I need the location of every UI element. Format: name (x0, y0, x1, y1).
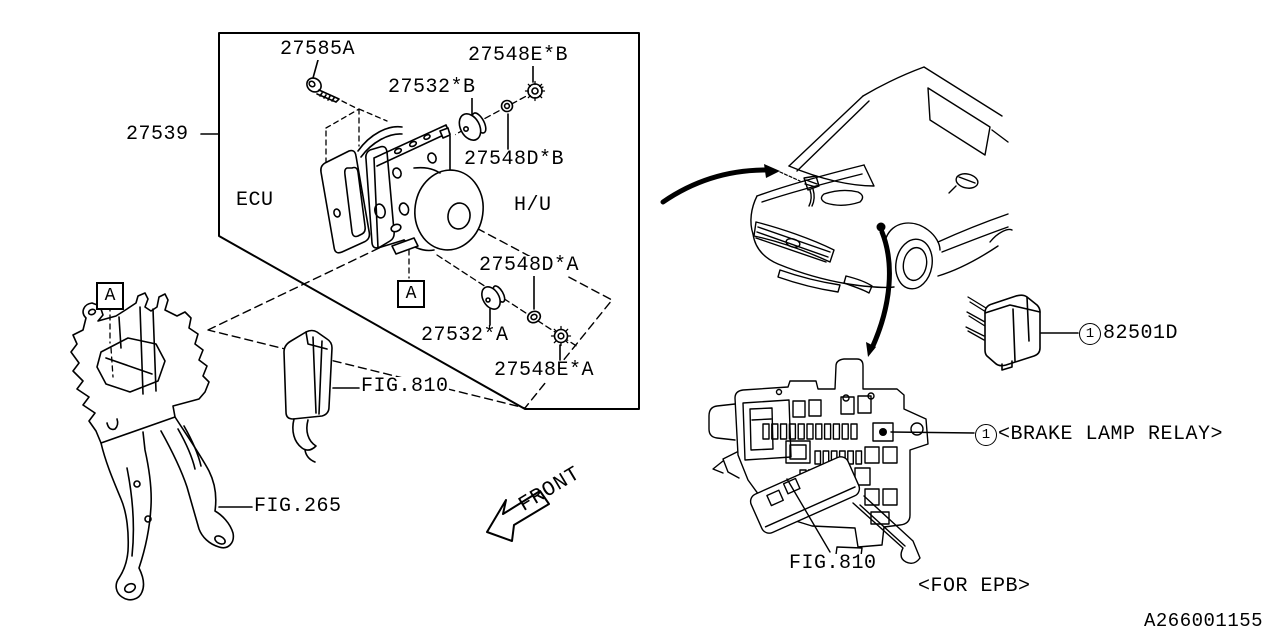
diagram-code: A266001155 (1144, 610, 1264, 632)
fig-ref-265[interactable]: FIG.265 (254, 495, 342, 518)
part-label-27532-a[interactable]: 27532*A (421, 324, 509, 347)
part-label-27548d-b[interactable]: 27548D*B (464, 148, 565, 171)
part-label-27548e-b[interactable]: 27548E*B (468, 44, 569, 67)
callout-1-relay[interactable]: 1 (1079, 323, 1101, 345)
bolt-illustration (306, 59, 340, 103)
label-for-epb: <FOR EPB> (918, 575, 1031, 598)
bracket-fig265 (70, 292, 253, 601)
relay-illustration (965, 294, 1079, 371)
part-label-27585a[interactable]: 27585A (280, 38, 356, 61)
fuse-row-1 (762, 423, 858, 440)
part-label-27539[interactable]: 27539 (126, 123, 189, 146)
nut-b-illustration (524, 62, 546, 102)
car-illustration (660, 66, 1013, 357)
ecu-hu-assembly (320, 124, 484, 279)
detail-marker-a-bracket: A (96, 282, 124, 310)
grommet-a-illustration (481, 285, 506, 326)
part-label-82501d[interactable]: 82501D (1103, 322, 1179, 345)
front-arrow (486, 490, 550, 542)
part-label-27532-b[interactable]: 27532*B (388, 76, 476, 99)
part-label-27548d-a[interactable]: 27548D*A (479, 254, 580, 277)
label-ecu: ECU (236, 189, 274, 212)
fusebox-illustration (708, 358, 975, 565)
fastener-line-a (436, 254, 579, 348)
fig-ref-810-fusebox[interactable]: FIG.810 (789, 552, 877, 575)
callout-1-fusebox[interactable]: 1 (975, 424, 997, 446)
nut-a-illustration (550, 325, 572, 361)
washer-b-illustration (500, 99, 514, 150)
fig-ref-810-connector[interactable]: FIG.810 (361, 375, 449, 398)
label-hu: H/U (514, 194, 552, 217)
grommet-b-illustration (458, 96, 487, 141)
detail-marker-a-assembly: A (397, 280, 425, 308)
label-brake-lamp-relay: <BRAKE LAMP RELAY> (998, 423, 1224, 446)
washer-a-illustration (526, 273, 542, 324)
hidden-edges-dashed (325, 100, 388, 173)
main-parts-box (200, 32, 640, 410)
part-label-27548e-a[interactable]: 27548E*A (494, 359, 595, 382)
connector-fig810 (283, 329, 360, 463)
